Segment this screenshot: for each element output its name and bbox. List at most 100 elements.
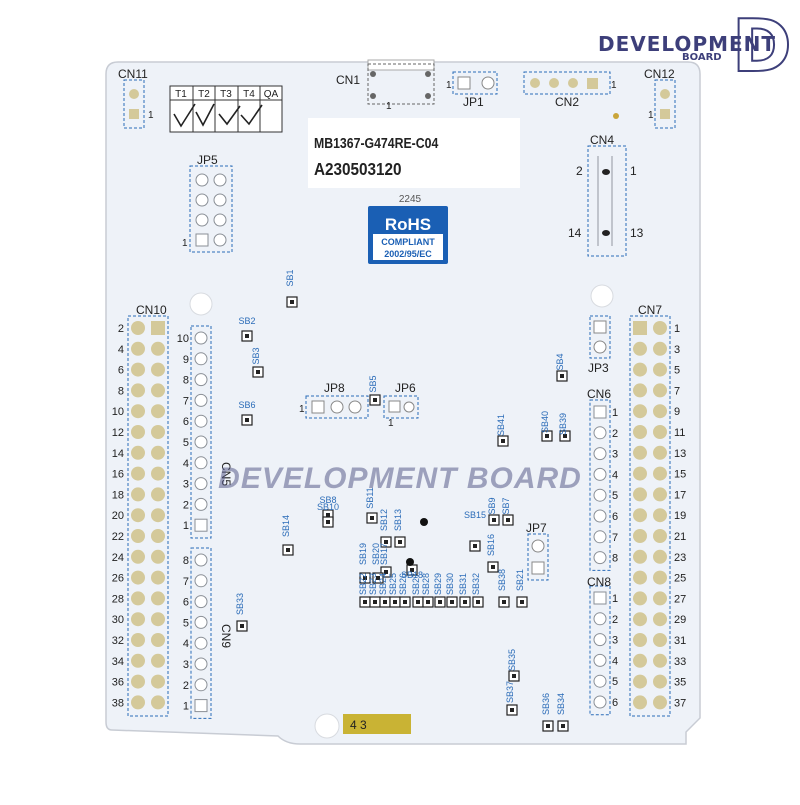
cn6-pin [593, 447, 607, 461]
solder-bridge-sb11: SB11 [365, 487, 378, 524]
cn10-pin [151, 508, 165, 523]
cn10-pin [131, 633, 145, 647]
cn10-pin [131, 653, 145, 668]
solder-bridge-sb16: SB16 [486, 534, 499, 573]
cn2-label: CN2 [555, 95, 579, 109]
cn6-pin-label: 7 [612, 532, 618, 544]
cn7-pin [653, 466, 667, 481]
solder-bridge-sb14: SB14 [281, 515, 294, 556]
cn10-pin-label: 8 [118, 385, 124, 397]
cn7-pin-label: 29 [674, 614, 686, 626]
jp6-pin1-label: 1 [388, 418, 394, 429]
cn11-connector: CN11 1 [118, 67, 154, 129]
rohs-logo: RoHS COMPLIANT 2002/95/EC [368, 206, 448, 264]
cn6-pin-label: 1 [612, 407, 618, 419]
cn6-pin [593, 467, 607, 481]
cn7-pin [653, 653, 667, 668]
jp5-pin1-label: 1 [182, 238, 188, 249]
jp5-jumper: JP5 1 [182, 153, 233, 253]
cn10-pin [131, 362, 145, 377]
solder-bridge-label: SB23 [368, 573, 378, 595]
rohs-line1: COMPLIANT [381, 237, 435, 247]
solder-bridge-label: SB11 [365, 487, 375, 508]
cn6-pin-label: 6 [612, 511, 618, 523]
cn5-label: CN5 [219, 462, 233, 486]
solder-bridge-label: SB26 [398, 573, 408, 595]
cn10-pin [151, 633, 165, 647]
cn4-pin-label: 2 [576, 164, 583, 178]
cn10-pin-label: 32 [112, 635, 124, 647]
jp5-pin [213, 233, 227, 247]
brand-logo: D DEVELOPMENT BOARD [590, 9, 793, 83]
cn10-pin-label: 12 [112, 427, 124, 439]
cn10-pin [151, 529, 165, 543]
solder-bridge-label: SB36 [541, 693, 551, 715]
cn7-pin-label: 35 [674, 677, 686, 689]
cn7-pin [653, 529, 667, 543]
solder-bridge-label: SB4 [555, 353, 565, 370]
jp6-jumper: JP6 1 [383, 381, 419, 429]
jp5-pin [195, 193, 209, 207]
cn7-pin [633, 591, 647, 606]
cn9-pin-label: 7 [183, 576, 189, 588]
cn5-pin-label: 4 [183, 458, 189, 470]
cn8-pin-label: 2 [612, 614, 618, 626]
cn5-pin [194, 414, 208, 428]
solder-bridge-label: SB37 [505, 681, 515, 703]
solder-bridge-sb26: SB26 [398, 573, 411, 608]
cn6-pin-label: 2 [612, 428, 618, 440]
cn7-pin-label: 27 [674, 593, 686, 605]
cn8-pin-label: 3 [612, 635, 618, 647]
mount-hole-right [590, 284, 614, 308]
solder-bridge-sb5: SB5 [368, 375, 381, 406]
jp1-label: JP1 [463, 95, 484, 109]
cn7-pin [653, 321, 667, 335]
jp7-jumper: JP7 [526, 521, 549, 581]
cn2-pin1-label: 1 [611, 80, 617, 91]
cn7-pin [653, 674, 667, 689]
cn10-pin-label: 16 [112, 469, 124, 481]
cn6-pin [593, 509, 607, 523]
cn10-pin [151, 321, 165, 335]
cn10-pin [151, 549, 165, 564]
cn10-pin [151, 612, 165, 627]
cn1-label: CN1 [336, 73, 360, 87]
cn10-pin [151, 674, 165, 689]
solder-bridge-sb38: SB38 [497, 569, 510, 608]
solder-bridge-label: SB14 [281, 515, 291, 537]
cn8-pin [593, 695, 607, 709]
solder-bridge-sb9: SB9 [487, 497, 500, 526]
cn5-pin-label: 5 [183, 437, 189, 449]
cn7-pin [633, 612, 647, 627]
cn7-pin [653, 549, 667, 564]
solder-bridge-sb28: SB28 [421, 573, 434, 608]
solder-bridge-label: SB17 [379, 543, 389, 565]
solder-bridge-sb41: SB41 [496, 414, 509, 447]
cn7-pin-label: 13 [674, 448, 686, 460]
qa-header: T3 [220, 89, 232, 100]
solder-bridge-label: SB27 [411, 573, 421, 595]
cn5-pin-label: 3 [183, 479, 189, 491]
cn6-pin [593, 530, 607, 544]
cn10-pin [151, 695, 165, 710]
cn10-pin [151, 383, 165, 398]
solder-bridge-label: SB33 [235, 593, 245, 615]
cn10-pin [131, 487, 145, 502]
cn7-pin-label: 9 [674, 406, 680, 418]
cn6-pin [593, 551, 607, 565]
cn10-pin [131, 404, 145, 419]
cn7-pin [653, 508, 667, 523]
cn10-pin [131, 425, 145, 439]
solder-bridge-label: SB40 [540, 411, 550, 433]
cn10-pin [151, 362, 165, 377]
cn10-pin [131, 529, 145, 543]
solder-bridge-sb36: SB36 [541, 693, 554, 732]
solder-bridge-sb17: SB17 [379, 543, 392, 578]
cn4-pin-label: 1 [630, 164, 637, 178]
solder-bridge-sb34: SB34 [556, 693, 569, 732]
cn7-pin [633, 487, 647, 502]
mount-hole-bottom [314, 713, 340, 739]
cn7-pin [653, 341, 667, 356]
